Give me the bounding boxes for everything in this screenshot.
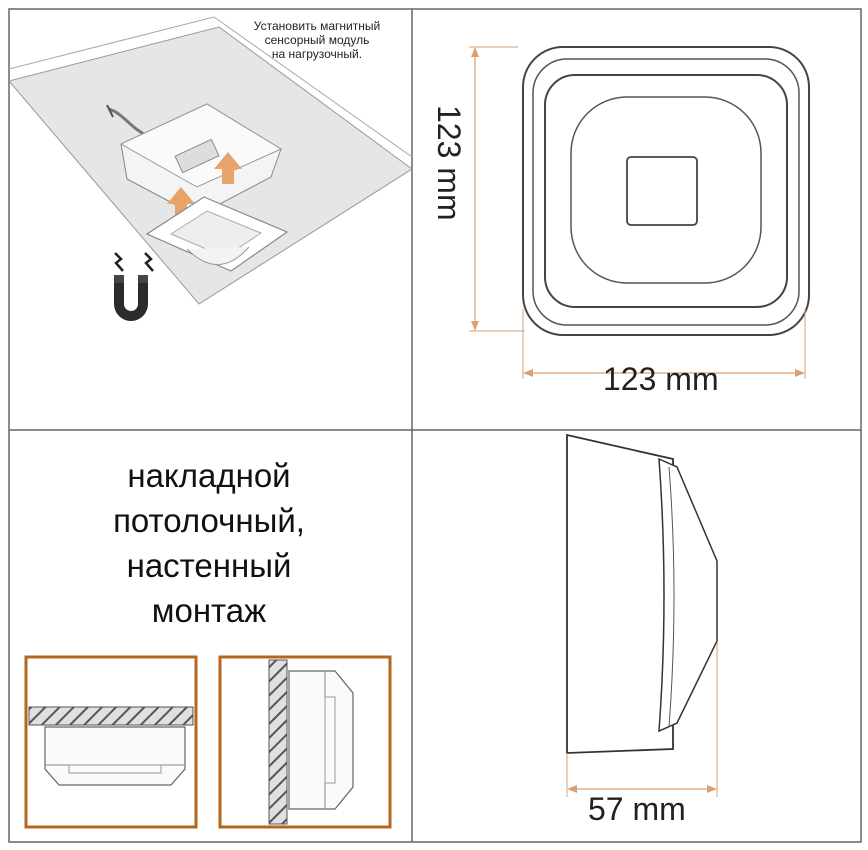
installation-illustration bbox=[9, 16, 412, 321]
height-dimension-label: 123 mm bbox=[431, 105, 467, 221]
front-view-panel: 123 mm 123 mm bbox=[413, 9, 861, 430]
mounting-panel: накладной потолочный, настенный монтаж bbox=[9, 431, 412, 842]
mounting-line-1: накладной bbox=[127, 457, 291, 494]
magnet-icon bbox=[114, 252, 154, 321]
note-line-2: сенсорный модуль bbox=[264, 33, 370, 47]
note-line-1: Установить магнитный bbox=[253, 19, 381, 33]
ceiling-mount-icon bbox=[24, 655, 198, 829]
installation-note: Установить магнитный сенсорный модуль на… bbox=[227, 19, 407, 61]
side-view-drawing bbox=[566, 433, 718, 797]
mounting-text: накладной потолочный, настенный монтаж bbox=[39, 453, 379, 633]
mounting-line-3: настенный bbox=[126, 547, 292, 584]
depth-dimension-label: 57 mm bbox=[588, 791, 686, 827]
mounting-illustrations bbox=[24, 655, 392, 829]
note-line-3: на нагрузочный. bbox=[271, 47, 363, 61]
mounting-line-4: монтаж bbox=[151, 592, 267, 629]
installation-panel: Установить магнитный сенсорный модуль на… bbox=[9, 9, 412, 430]
wall-mount-icon bbox=[218, 655, 392, 829]
front-view-drawing bbox=[469, 46, 810, 379]
side-view-panel: 57 mm bbox=[413, 431, 861, 842]
width-dimension-label: 123 mm bbox=[603, 361, 719, 397]
mounting-line-2: потолочный, bbox=[113, 502, 305, 539]
